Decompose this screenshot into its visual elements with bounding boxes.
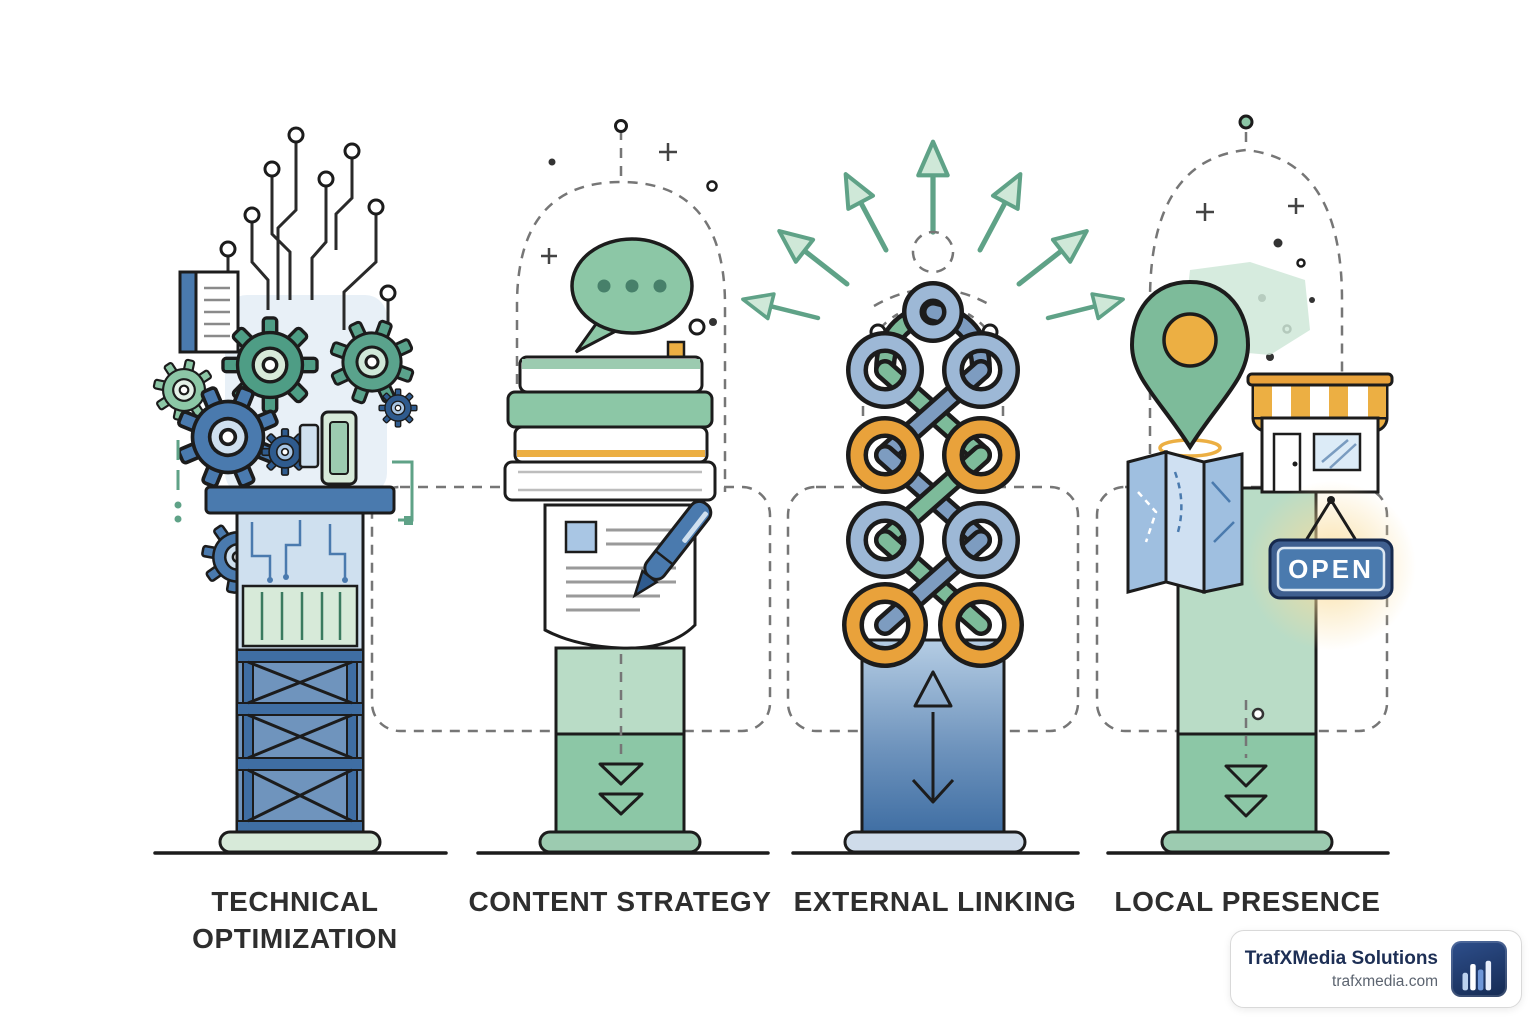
column-base [1160, 830, 1334, 854]
map-pin-icon [1129, 279, 1251, 458]
pillar-label-local-presence: LOCAL PRESENCE [1114, 886, 1381, 917]
pillar-label-external-linking: EXTERNAL LINKING [793, 886, 1077, 917]
watermark-card: TrafXMedia Solutions trafxmedia.com [1229, 930, 1522, 1008]
dashed-arch [1148, 148, 1344, 490]
pillar-external-linking [740, 142, 1126, 854]
window [1312, 432, 1362, 472]
column-base [538, 830, 702, 854]
speech-bubble-icon [570, 237, 706, 354]
gear-icon [378, 388, 418, 428]
watermark-website: trafxmedia.com [1332, 972, 1438, 990]
lattice-column [235, 511, 365, 835]
pillar-label-technical-optimization: TECHNICAL OPTIMIZATION [192, 886, 398, 954]
folded-map-icon [1126, 450, 1244, 594]
column-base [843, 830, 1027, 854]
open-sign: OPEN [1246, 481, 1416, 651]
pillar-technical-optimization [147, 126, 428, 854]
column-cap [204, 485, 396, 515]
circuit-trace-terminals [219, 126, 397, 302]
server-document-icon [178, 270, 240, 354]
watermark-text: TrafXMedia Solutions trafxmedia.com [1245, 948, 1438, 991]
pen-icon [632, 499, 713, 599]
pillar-label-content-strategy: CONTENT STRATEGY [468, 886, 772, 917]
door [1272, 432, 1302, 494]
chevron-down-icon [1224, 764, 1268, 818]
dot [1251, 707, 1265, 721]
up-triangle-icon [913, 670, 953, 708]
logo-bars [1462, 960, 1492, 991]
chevron-down-icon [598, 762, 644, 816]
pillar-content-strategy [503, 119, 727, 854]
book-stack-icon [503, 340, 717, 502]
sparkle-icon [1196, 198, 1304, 221]
trafxmedia-logo-icon [1451, 941, 1507, 997]
circuit-trace-icon [226, 142, 390, 332]
dot [1238, 114, 1254, 130]
column-base [218, 830, 382, 854]
pillar-local-presence: OPEN [1126, 114, 1416, 854]
watermark-brand: TrafXMedia Solutions [1244, 947, 1438, 969]
sparkle-icon [541, 143, 677, 264]
woven-links-icon [842, 281, 1024, 668]
chip-icon [298, 410, 358, 486]
document-icon [543, 503, 697, 650]
down-arrow-icon [911, 670, 955, 804]
dot [614, 119, 628, 133]
open-sign-label: OPEN [1288, 554, 1374, 584]
awning [1251, 382, 1389, 420]
storefront-icon [1246, 372, 1394, 494]
